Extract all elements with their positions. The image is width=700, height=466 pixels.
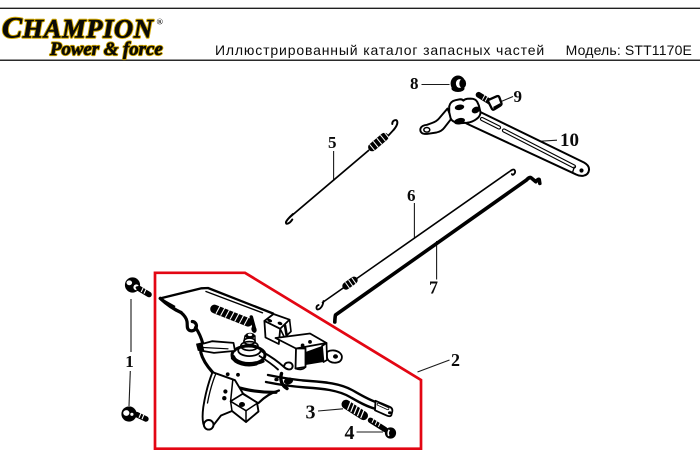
svg-text:5: 5	[328, 133, 337, 152]
svg-text:1: 1	[125, 352, 134, 371]
svg-text:2: 2	[451, 350, 460, 370]
svg-text:9: 9	[513, 87, 522, 106]
svg-text:6: 6	[407, 186, 416, 205]
svg-text:10: 10	[560, 130, 579, 151]
svg-text:3: 3	[306, 402, 316, 424]
svg-text:7: 7	[429, 278, 438, 298]
svg-text:Power & force: Power & force	[49, 39, 163, 60]
svg-text:®: ®	[157, 17, 164, 27]
svg-text:Модель: STT1170E: Модель: STT1170E	[566, 42, 692, 58]
svg-text:CHAMPION: CHAMPION	[2, 12, 154, 45]
svg-text:8: 8	[410, 74, 419, 93]
svg-text:4: 4	[345, 422, 355, 444]
svg-text:Иллюстрированный каталог запас: Иллюстрированный каталог запасных частей	[215, 42, 545, 58]
svg-text:CHAMPION: CHAMPION	[2, 12, 154, 45]
svg-text:Power & force: Power & force	[49, 39, 163, 60]
